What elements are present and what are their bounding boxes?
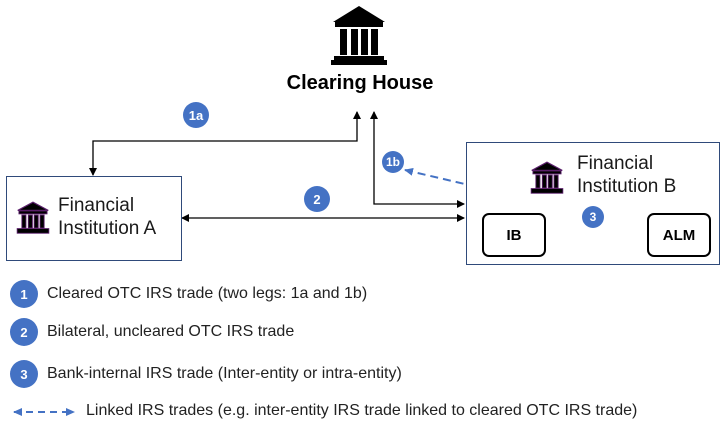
badge-1a: 1a: [183, 102, 209, 128]
bank-building-icon: [16, 201, 50, 234]
legend-badge-3: 3: [10, 360, 38, 388]
institution-a-label: Financial Institution A: [58, 195, 157, 239]
legend-badge-1: 1: [10, 280, 38, 308]
legend-text: Bank-internal IRS trade (Inter-entity or…: [47, 365, 402, 382]
bank-building-icon: [331, 6, 387, 65]
legend-item: 1 Cleared OTC IRS trade (two legs: 1a an…: [10, 280, 367, 308]
legend-text-linked: Linked IRS trades (e.g. inter-entity IRS…: [86, 402, 638, 419]
institution-b-label: Financial Institution B: [577, 153, 677, 197]
badge-1b: 1b: [382, 151, 404, 173]
clearing-house: Clearing House: [255, 4, 465, 99]
clearing-house-label: Clearing House: [286, 72, 434, 94]
bank-building-icon: [530, 161, 564, 194]
legend-item: 2 Bilateral, uncleared OTC IRS trade: [10, 318, 294, 346]
legend-text: Bilateral, uncleared OTC IRS trade: [47, 323, 295, 340]
legend-text: Cleared OTC IRS trade (two legs: 1a and …: [47, 285, 368, 302]
alm-node: ALM: [647, 213, 711, 257]
badge-2: 2: [304, 186, 330, 212]
legend-item: 3 Bank-internal IRS trade (Inter-entity …: [10, 360, 402, 388]
legend-badge-2: 2: [10, 318, 38, 346]
institution-a-box: Financial Institution A: [6, 176, 182, 261]
badge-3: 3: [582, 206, 604, 228]
connector-1a: [89, 111, 361, 176]
ib-node: IB: [482, 213, 546, 257]
